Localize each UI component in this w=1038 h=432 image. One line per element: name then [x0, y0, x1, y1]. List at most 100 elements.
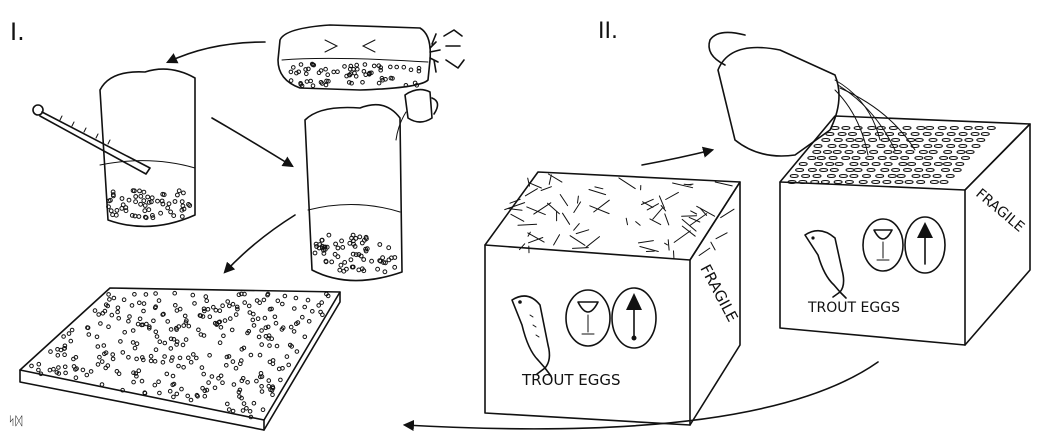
- egg-dot: [116, 306, 120, 310]
- wine-glass-icon: [566, 290, 610, 346]
- egg-dot: [208, 315, 212, 319]
- egg-dot: [143, 204, 147, 208]
- egg-dash: [828, 145, 836, 148]
- egg-dot: [343, 261, 347, 265]
- paper-crease: [570, 236, 585, 246]
- egg-dash: [947, 145, 955, 148]
- egg-dot: [271, 393, 275, 397]
- egg-dash: [975, 127, 983, 130]
- egg-dot: [256, 317, 260, 321]
- egg-dot: [306, 298, 310, 302]
- egg-dash: [942, 169, 950, 172]
- egg-dot: [294, 296, 298, 300]
- egg-dot: [152, 319, 156, 323]
- egg-dash: [813, 151, 821, 154]
- egg-dot: [262, 298, 266, 302]
- egg-dot: [138, 189, 142, 193]
- egg-dot: [319, 69, 323, 73]
- egg-dot: [268, 344, 272, 348]
- egg-dot: [64, 371, 68, 375]
- egg-dot: [317, 304, 321, 308]
- egg-dash: [868, 127, 876, 130]
- egg-dot: [252, 324, 256, 328]
- egg-dot: [176, 193, 180, 197]
- egg-dot: [177, 189, 181, 193]
- egg-dot: [178, 356, 182, 360]
- paper-crease: [699, 248, 710, 255]
- egg-dot: [95, 335, 99, 339]
- paper-crease: [534, 203, 551, 214]
- egg-dot: [127, 319, 131, 323]
- egg-dot: [193, 302, 197, 306]
- egg-dash: [850, 163, 858, 166]
- egg-dash: [872, 181, 880, 184]
- egg-dot: [289, 325, 293, 329]
- egg-dots: [107, 189, 192, 220]
- egg-dash: [811, 181, 819, 184]
- egg-dot: [166, 206, 170, 210]
- paper-crease: [684, 184, 691, 185]
- egg-dash: [833, 151, 841, 154]
- paper-crease: [691, 211, 697, 214]
- egg-dot: [175, 392, 179, 396]
- egg-dash: [966, 151, 974, 154]
- egg-dot: [295, 350, 299, 354]
- egg-dot: [128, 315, 132, 319]
- egg-dash: [930, 181, 938, 184]
- egg-dash: [940, 181, 948, 184]
- box-1-front-label: TROUT EGGS: [521, 371, 621, 389]
- pitcher-icon: [396, 90, 438, 140]
- egg-dot: [106, 364, 110, 368]
- egg-dot: [330, 260, 334, 264]
- arrow-jar-to-jar: [212, 118, 292, 166]
- egg-dot: [348, 241, 352, 245]
- egg-dot: [327, 233, 331, 237]
- egg-dot: [119, 340, 123, 344]
- egg-dot: [201, 386, 205, 390]
- egg-dot: [172, 395, 176, 399]
- egg-dash: [858, 151, 866, 154]
- egg-dot: [49, 350, 53, 354]
- egg-dot: [133, 293, 137, 297]
- egg-dash: [892, 139, 900, 142]
- egg-dash: [900, 145, 908, 148]
- egg-dash: [942, 139, 950, 142]
- egg-dash: [954, 139, 962, 142]
- trout-egg-box-2: FRAGILE TROUT EGGS: [780, 116, 1030, 345]
- egg-dot: [131, 329, 135, 333]
- egg-dot: [332, 70, 336, 74]
- egg-dot: [218, 341, 222, 345]
- egg-dot: [267, 384, 271, 388]
- egg-dot: [180, 215, 184, 219]
- egg-dash: [923, 133, 931, 136]
- egg-dash: [884, 163, 892, 166]
- egg-dot: [67, 332, 71, 336]
- egg-dot: [273, 315, 277, 319]
- egg-dash: [846, 139, 854, 142]
- egg-dash: [869, 139, 877, 142]
- egg-dash: [944, 151, 952, 154]
- egg-dot: [339, 263, 343, 267]
- egg-dot: [409, 68, 413, 72]
- egg-dot: [63, 365, 67, 369]
- jar-with-thermometer: [33, 69, 195, 226]
- egg-dot: [155, 335, 159, 339]
- egg-dash: [953, 169, 961, 172]
- egg-dot: [246, 381, 250, 385]
- egg-dot: [187, 324, 191, 328]
- egg-dot: [205, 299, 209, 303]
- egg-dot: [202, 372, 206, 376]
- egg-dot: [111, 357, 115, 361]
- egg-dash: [826, 163, 834, 166]
- egg-dash: [906, 151, 914, 154]
- egg-dot: [149, 359, 153, 363]
- egg-dot: [110, 313, 114, 317]
- fish-icon: [805, 231, 846, 298]
- egg-dot: [324, 83, 328, 87]
- egg-dot: [57, 366, 61, 370]
- egg-dash: [972, 145, 980, 148]
- egg-dot: [142, 199, 146, 203]
- egg-dash: [839, 145, 847, 148]
- egg-dot: [218, 309, 222, 313]
- paper-crease: [619, 178, 635, 189]
